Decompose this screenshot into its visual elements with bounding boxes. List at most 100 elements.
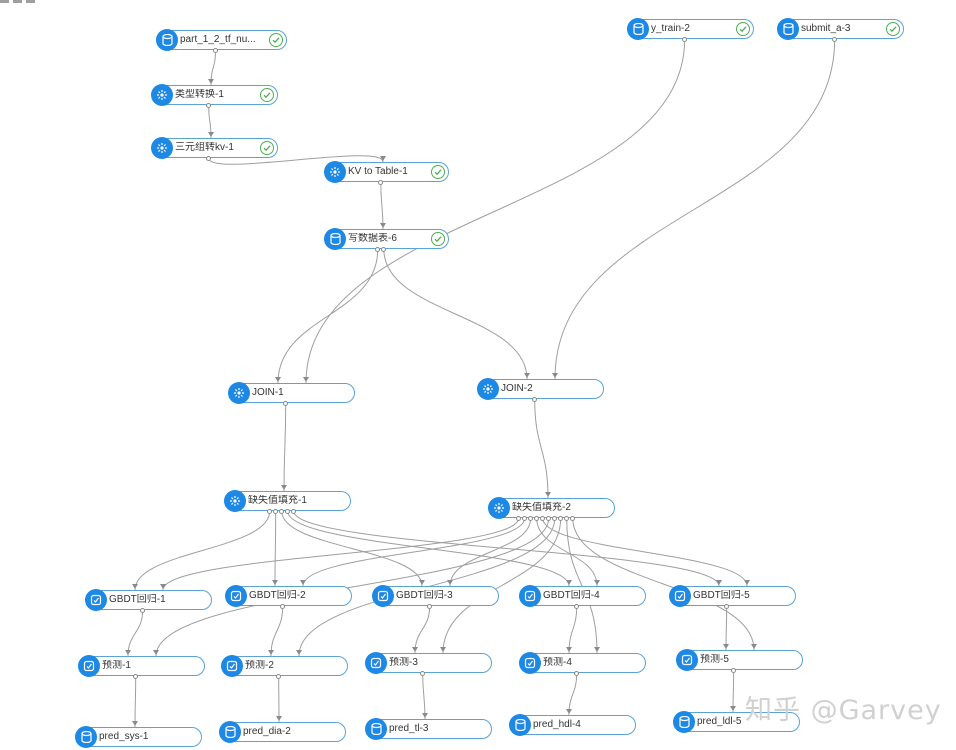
- output-port[interactable]: [546, 515, 552, 521]
- output-port[interactable]: [280, 603, 286, 609]
- output-port[interactable]: [276, 673, 282, 679]
- node-n2[interactable]: 类型转换-1: [151, 84, 278, 106]
- node-n7[interactable]: submit_a-3: [777, 18, 904, 40]
- node-p1[interactable]: 预测-1: [78, 655, 205, 677]
- node-p5[interactable]: 预测-5: [676, 649, 803, 671]
- output-port[interactable]: [564, 515, 570, 521]
- edge-n9-n11: [534, 398, 549, 499]
- output-port[interactable]: [731, 667, 737, 673]
- node-n4[interactable]: KV to Table-1: [324, 161, 449, 183]
- arrow-head: [730, 706, 736, 711]
- edge-n7-n9: [554, 38, 836, 380]
- edge-n11-p5: [572, 517, 755, 651]
- output-port[interactable]: [283, 400, 289, 406]
- output-port[interactable]: [570, 515, 576, 521]
- node-label: GBDT回归-2: [249, 590, 306, 601]
- database-icon: [777, 18, 799, 40]
- output-port[interactable]: [279, 508, 285, 514]
- node-label: pred_dia-2: [243, 726, 291, 737]
- output-port[interactable]: [133, 673, 139, 679]
- output-port[interactable]: [420, 670, 426, 676]
- edge-n11-p4: [566, 517, 598, 654]
- model-icon: [519, 585, 541, 607]
- node-n8[interactable]: JOIN-1: [228, 382, 355, 404]
- output-port[interactable]: [552, 515, 558, 521]
- output-port[interactable]: [724, 603, 730, 609]
- model-icon: [85, 589, 107, 611]
- node-g3[interactable]: GBDT回归-3: [372, 585, 499, 607]
- node-n1[interactable]: part_1_2_tf_nu...: [156, 29, 287, 51]
- node-label: 缺失值填充-2: [512, 502, 571, 513]
- node-label: GBDT回归-3: [396, 590, 453, 601]
- node-label: part_1_2_tf_nu...: [180, 34, 256, 45]
- arrow-head: [419, 580, 425, 585]
- node-p3[interactable]: 预测-3: [365, 652, 492, 674]
- node-n11[interactable]: 缺失值填充-2: [488, 497, 615, 519]
- output-port[interactable]: [273, 508, 279, 514]
- node-g5[interactable]: GBDT回归-5: [669, 585, 796, 607]
- arrow-head: [380, 223, 386, 228]
- output-port[interactable]: [378, 179, 384, 185]
- output-port[interactable]: [532, 396, 538, 402]
- node-o5[interactable]: pred_ldl-5: [673, 711, 800, 733]
- output-port[interactable]: [558, 515, 564, 521]
- output-port[interactable]: [267, 508, 273, 514]
- model-icon: [78, 655, 100, 677]
- node-g2[interactable]: GBDT回归-2: [225, 585, 352, 607]
- success-check-icon: [431, 165, 445, 179]
- model-icon: [365, 652, 387, 674]
- node-o1[interactable]: pred_sys-1: [75, 726, 202, 748]
- database-icon: [219, 721, 241, 743]
- node-label: JOIN-2: [501, 383, 533, 394]
- output-port[interactable]: [375, 246, 381, 252]
- node-n9[interactable]: JOIN-2: [477, 378, 604, 400]
- output-port[interactable]: [832, 36, 838, 42]
- edge-n10-g2: [274, 510, 277, 587]
- success-check-icon: [269, 33, 283, 47]
- node-o4[interactable]: pred_hdl-4: [509, 714, 636, 736]
- node-o3[interactable]: pred_tl-3: [365, 718, 492, 740]
- output-port[interactable]: [534, 515, 540, 521]
- node-p2[interactable]: 预测-2: [221, 655, 348, 677]
- output-port[interactable]: [285, 508, 291, 514]
- node-n6[interactable]: y_train-2: [627, 18, 754, 40]
- arrow-head: [744, 580, 750, 585]
- output-port[interactable]: [540, 515, 546, 521]
- output-port[interactable]: [516, 515, 522, 521]
- edge-n10-g1: [134, 510, 271, 591]
- output-port[interactable]: [574, 670, 580, 676]
- arrow-head: [524, 373, 530, 378]
- output-port[interactable]: [574, 603, 580, 609]
- output-port[interactable]: [522, 515, 528, 521]
- edge-n11-g1: [162, 517, 520, 591]
- output-port[interactable]: [140, 607, 146, 613]
- node-g4[interactable]: GBDT回归-4: [519, 585, 646, 607]
- output-port[interactable]: [206, 155, 212, 161]
- node-label: y_train-2: [651, 23, 690, 34]
- edge-n10-g4: [287, 510, 570, 587]
- arrow-head: [566, 709, 572, 714]
- output-port[interactable]: [213, 47, 218, 53]
- node-label: 预测-4: [543, 657, 572, 668]
- edge-n8-n10: [283, 402, 287, 492]
- arrow-head: [594, 580, 600, 585]
- edge-g3-p3: [414, 605, 431, 654]
- node-p4[interactable]: 预测-4: [519, 652, 646, 674]
- arrow-head: [566, 647, 572, 652]
- database-icon: [627, 18, 649, 40]
- edge-n3-n4: [208, 155, 384, 165]
- arrow-head: [300, 580, 306, 585]
- output-port[interactable]: [528, 515, 534, 521]
- output-port[interactable]: [291, 508, 297, 514]
- edge-n10-g3: [281, 510, 423, 587]
- output-port[interactable]: [427, 603, 433, 609]
- output-port[interactable]: [682, 36, 688, 42]
- node-n3[interactable]: 三元组转kv-1: [151, 137, 278, 159]
- output-port[interactable]: [381, 246, 387, 252]
- node-n10[interactable]: 缺失值填充-1: [224, 490, 351, 512]
- output-port[interactable]: [206, 102, 212, 108]
- node-g1[interactable]: GBDT回归-1: [85, 589, 212, 611]
- node-n5[interactable]: 写数据表-6: [324, 228, 449, 250]
- node-o2[interactable]: pred_dia-2: [219, 721, 346, 743]
